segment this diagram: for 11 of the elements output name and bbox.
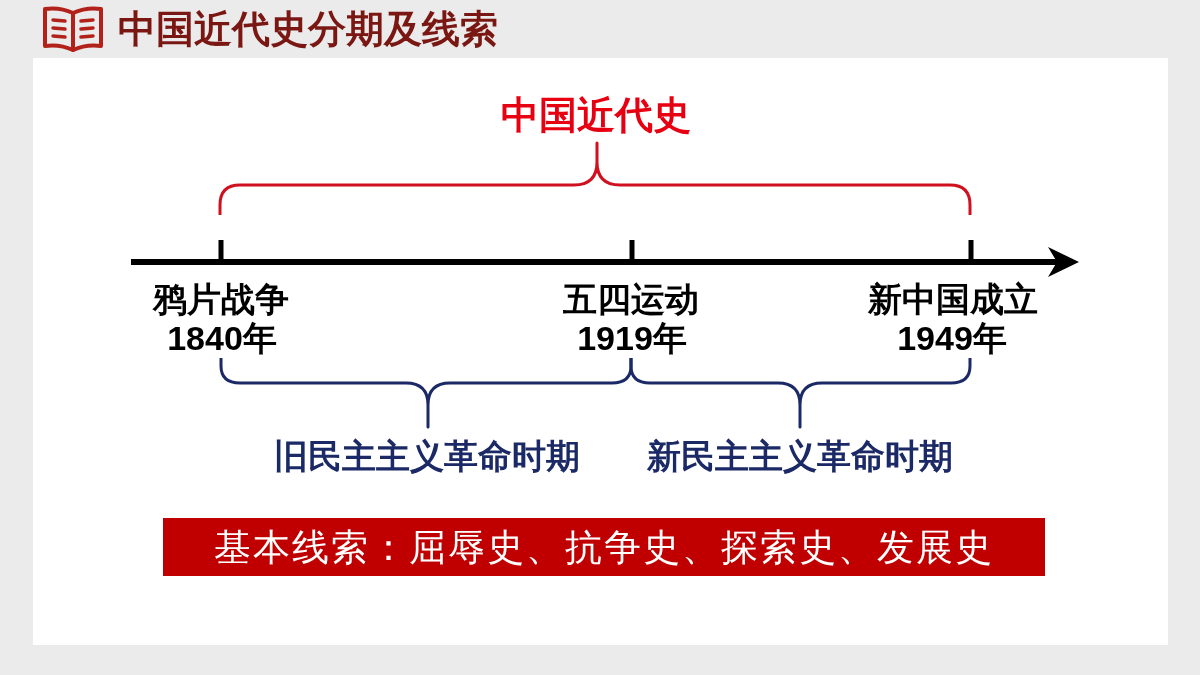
period-label: 旧民主主义革命时期 (274, 439, 580, 473)
year-label: 1840年 (167, 321, 277, 355)
summary-banner: 基本线索：屈辱史、抗争史、探索史、发展史 (163, 518, 1045, 576)
event-label: 新中国成立 (868, 282, 1038, 316)
period-label: 新民主主义革命时期 (647, 439, 953, 473)
event-label: 鸦片战争 (153, 282, 289, 316)
period-title: 中国近代史 (501, 96, 691, 134)
event-label: 五四运动 (563, 282, 699, 316)
year-label: 1949年 (897, 321, 1007, 355)
year-label: 1919年 (577, 321, 687, 355)
page-title: 中国近代史分期及线索 (118, 10, 498, 48)
